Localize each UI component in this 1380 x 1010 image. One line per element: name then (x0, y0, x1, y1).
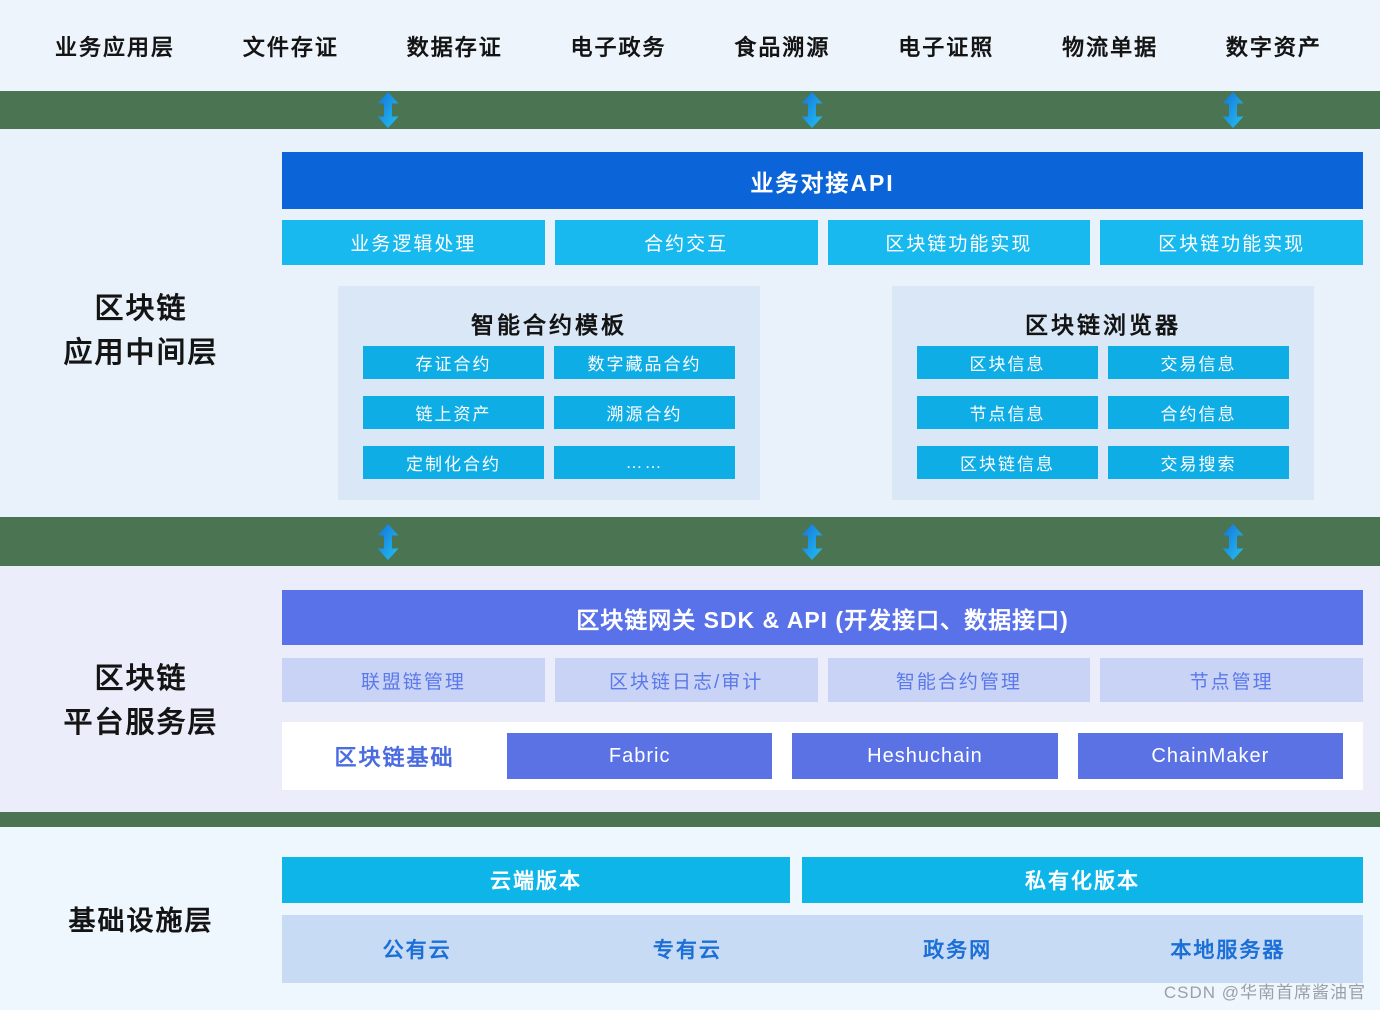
blockchain-base-row: 区块链基础 Fabric Heshuchain ChainMaker (282, 722, 1363, 790)
layer-label-middleware-line1: 区块链 (94, 293, 188, 325)
layer-label-middleware: 区块链 应用中间层 (0, 288, 282, 375)
layer-label-middleware-line2: 应用中间层 (63, 336, 219, 369)
updown-arrow-icon (1222, 92, 1244, 128)
mgmt-smart-contract: 智能合约管理 (827, 658, 1091, 702)
separator-bar-bottom (0, 812, 1380, 827)
updown-arrow-icon (1222, 523, 1244, 560)
contract-more-ellipsis: …… (554, 446, 735, 479)
smart-contract-panel-title: 智能合约模板 (471, 312, 627, 338)
app-item-file-deposit: 文件存证 (242, 34, 339, 60)
explorer-node-info: 节点信息 (917, 396, 1098, 429)
mgmt-log-audit: 区块链日志/审计 (554, 658, 818, 702)
app-item-egov: 电子政务 (570, 34, 667, 60)
app-item-logistics: 物流单据 (1062, 34, 1159, 60)
layer-label-platform-line1: 区块链 (94, 663, 188, 695)
option-government-network: 政务网 (923, 939, 993, 962)
deployment-options-row: 公有云 专有云 政务网 本地服务器 (282, 915, 1363, 983)
blockchain-explorer-panel: 区块链浏览器 区块信息 交易信息 节点信息 合约信息 区块链信息 交易搜索 (892, 286, 1314, 500)
app-item-ecert: 电子证照 (898, 34, 995, 60)
func-blockchain-feature-2: 区块链功能实现 (1100, 220, 1363, 265)
contract-customized: 定制化合约 (363, 446, 544, 479)
csdn-watermark: CSDN @华南首席酱油官 (1163, 983, 1366, 1002)
blockchain-explorer-panel-title: 区块链浏览器 (1025, 312, 1181, 338)
contract-traceability: 溯源合约 (554, 396, 735, 429)
gateway-sdk-api-bar: 区块链网关 SDK & API (开发接口、数据接口) (282, 590, 1363, 645)
platform-management-row: 联盟链管理 区块链日志/审计 智能合约管理 节点管理 (282, 658, 1363, 702)
explorer-transaction-info: 交易信息 (1108, 346, 1289, 379)
chain-chainmaker: ChainMaker (1077, 733, 1343, 779)
application-middleware-layer: 区块链 应用中间层 业务对接API 业务逻辑处理 合约交互 区块链功能实现 区块… (0, 129, 1380, 517)
layer-label-platform: 区块链 平台服务层 (0, 658, 282, 745)
option-local-server: 本地服务器 (1170, 939, 1286, 962)
app-item-food-trace: 食品溯源 (734, 34, 831, 60)
updown-arrow-icon (801, 92, 823, 128)
platform-service-layer: 区块链 平台服务层 区块链网关 SDK & API (开发接口、数据接口) 联盟… (0, 566, 1380, 812)
cloud-version-bar: 云端版本 (282, 857, 790, 903)
mgmt-node: 节点管理 (1100, 658, 1363, 702)
app-item-data-deposit: 数据存证 (406, 34, 503, 60)
explorer-button-grid: 区块信息 交易信息 节点信息 合约信息 区块链信息 交易搜索 (917, 346, 1289, 479)
chain-heshuchain: Heshuchain (792, 733, 1058, 779)
option-public-cloud: 公有云 (382, 939, 452, 962)
mgmt-consortium-chain: 联盟链管理 (282, 658, 545, 702)
explorer-block-info: 区块信息 (917, 346, 1098, 379)
separator-bar-top (0, 91, 1380, 129)
blockchain-base-label: 区块链基础 (334, 745, 455, 770)
separator-bar-middle (0, 517, 1380, 566)
smart-contract-button-grid: 存证合约 数字藏品合约 链上资产 溯源合约 定制化合约 …… (363, 346, 735, 479)
explorer-chain-info: 区块链信息 (917, 446, 1098, 479)
business-application-layer: 业务应用层 文件存证 数据存证 电子政务 食品溯源 电子证照 物流单据 数字资产 (0, 0, 1380, 91)
business-api-bar: 业务对接API (282, 152, 1363, 209)
infrastructure-layer: 基础设施层 云端版本 私有化版本 公有云 专有云 政务网 本地服务器 (0, 827, 1380, 1010)
contract-onchain-asset: 链上资产 (363, 396, 544, 429)
func-blockchain-feature-1: 区块链功能实现 (827, 220, 1091, 265)
contract-deposit: 存证合约 (363, 346, 544, 379)
explorer-transaction-search: 交易搜索 (1108, 446, 1289, 479)
layer-label-platform-line2: 平台服务层 (63, 706, 219, 739)
updown-arrow-icon (377, 92, 399, 128)
func-business-logic: 业务逻辑处理 (282, 220, 545, 265)
chain-fabric: Fabric (507, 733, 773, 779)
option-dedicated-cloud: 专有云 (652, 939, 722, 962)
updown-arrow-icon (801, 523, 823, 560)
contract-digital-collection: 数字藏品合约 (554, 346, 735, 379)
smart-contract-template-panel: 智能合约模板 存证合约 数字藏品合约 链上资产 溯源合约 定制化合约 …… (338, 286, 760, 500)
app-item-digital-asset: 数字资产 (1225, 34, 1322, 60)
explorer-contract-info: 合约信息 (1108, 396, 1289, 429)
updown-arrow-icon (377, 523, 399, 560)
func-contract-interaction: 合约交互 (554, 220, 818, 265)
layer-label-business-application: 业务应用层 (55, 34, 176, 60)
layer-label-infrastructure: 基础设施层 (68, 906, 214, 936)
middleware-function-row: 业务逻辑处理 合约交互 区块链功能实现 区块链功能实现 (282, 220, 1363, 265)
private-version-bar: 私有化版本 (802, 857, 1363, 903)
